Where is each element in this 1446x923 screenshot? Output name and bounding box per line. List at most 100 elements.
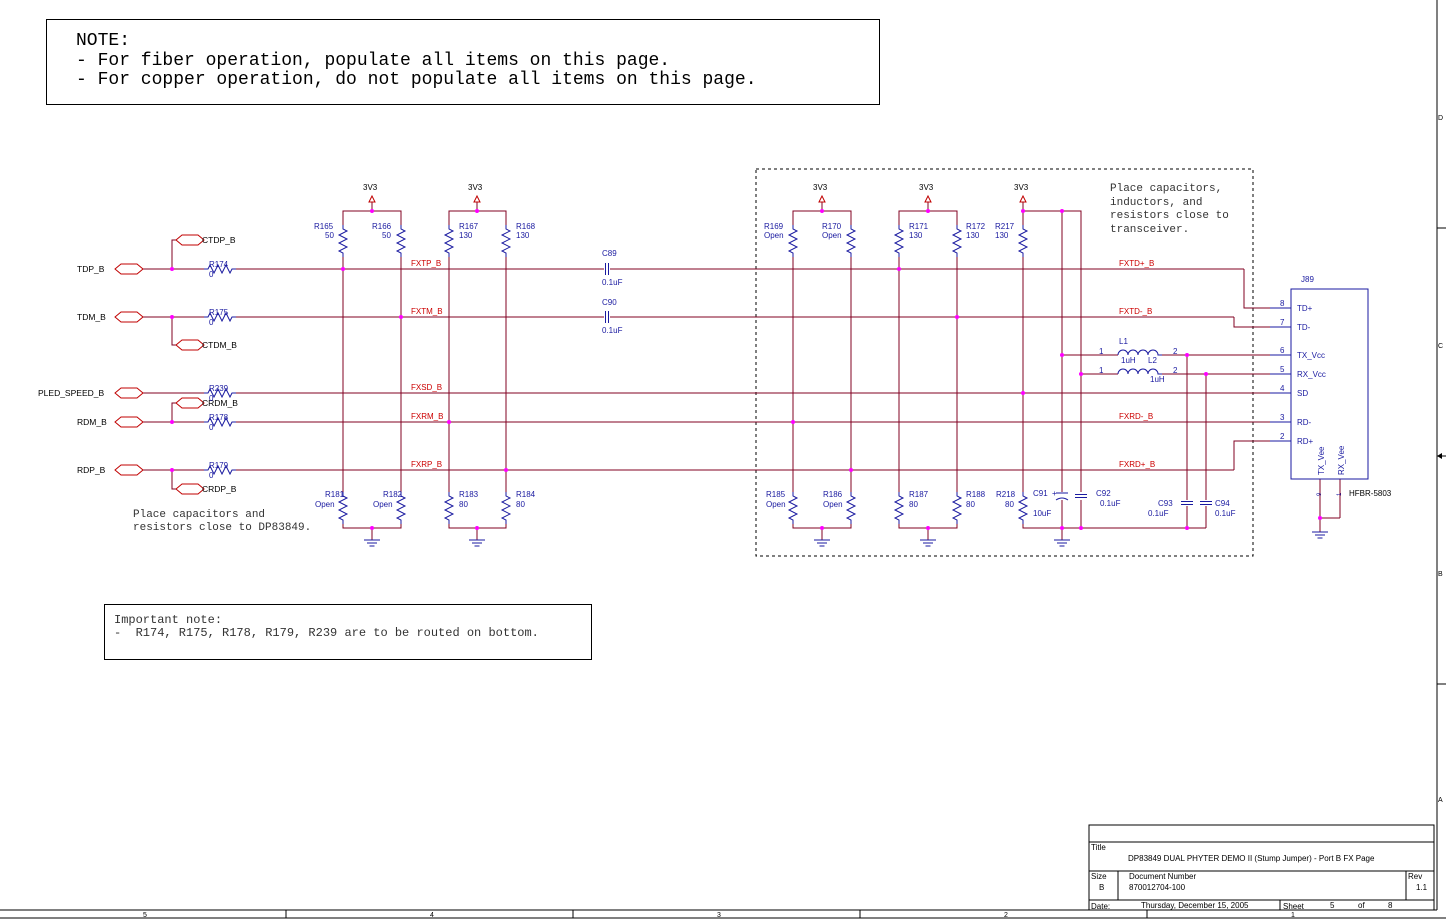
ground-icon [813,533,831,547]
net-label-fxtm: FXTM_B [411,307,443,316]
net-label-fxtdp: FXTD+_B [1119,259,1154,268]
ref-l1: L1 [1119,337,1128,346]
ref-r172: R172 [966,222,986,231]
value-c89: 0.1uF [602,278,623,287]
ref-r217: R217 [995,222,1015,231]
ref-r170: R170 [822,222,842,231]
border-row-b: B [1438,571,1443,578]
value-r188: 80 [966,500,975,509]
ref-r179: R179 [209,461,229,470]
connector-pin-lines [1270,307,1291,442]
capacitor-c91-plate [1055,497,1069,501]
power-symbols [368,195,1027,203]
annotation-right: transceiver. [1110,224,1189,236]
value-c94: 0.1uF [1215,509,1236,518]
power-3v3-icon [924,195,932,203]
port-label-tdp: TDP_B [77,264,105,274]
ref-r181: R181 [325,490,345,499]
pin-name: SD [1297,389,1308,398]
ground-icon [1053,533,1071,547]
power-label: 3V3 [919,183,934,192]
size-label: Size [1091,872,1107,881]
note-line: Important note: [114,613,223,627]
pin-l1-1: 1 [1099,347,1104,356]
capacitor-labels: C89 0.1uF C90 0.1uF C91 + 10uF C92 0.1uF… [602,249,1236,518]
port-label-pled: PLED_SPEED_B [38,388,104,398]
border-col-5: 5 [143,912,147,919]
title-label: Title [1091,843,1106,852]
value-l1: 1uH [1121,356,1136,365]
pin-num-vee-b: 1 [1337,492,1343,496]
important-note-box: Important note:- R174, R175, R178, R179,… [104,604,592,660]
value-r186: Open [823,500,843,509]
pin-num: 3 [1280,413,1285,422]
annotation-left: resistors close to DP83849. [133,522,311,534]
port-crdm-icon [175,397,205,409]
sheet-value: 5 [1330,901,1335,910]
value-r165: 50 [325,231,334,240]
net-label-fxsd: FXSD_B [411,383,442,392]
value-r179: 0 [209,471,214,480]
pin-l1-2: 2 [1173,347,1178,356]
port-tdp-icon [114,263,144,275]
ref-c91: C91 [1033,489,1048,498]
capacitor-c90-icon [605,310,609,324]
capacitor-c94-icon [1199,501,1213,505]
pin-num: 4 [1280,384,1285,393]
resistor-r183-icon [444,491,454,525]
ref-r185: R185 [766,490,786,499]
port-rdm-icon [114,416,144,428]
power-3v3-icon [473,195,481,203]
ref-r168: R168 [516,222,536,231]
inductor-l2-icon [1117,368,1162,375]
docnum-label: Document Number [1129,872,1196,881]
pin-num: 7 [1280,318,1285,327]
resistor-r171-icon [894,224,904,258]
value-r183: 80 [459,500,468,509]
border-marker-icon [1437,453,1442,459]
value-r187: 80 [909,500,918,509]
power-label: 3V3 [813,183,828,192]
note-line: NOTE: [76,31,131,51]
title-value: DP83849 DUAL PHYTER DEMO II (Stump Jumpe… [1128,854,1375,863]
net-label-fxrdp: FXRD+_B [1119,460,1155,469]
value-r168: 130 [516,231,530,240]
connector-labels: J89 HFBR-5803 8 TD+ 7 TD- 6 TX_Vcc 5 RX_… [1280,275,1392,498]
border-col-1: 1 [1291,912,1295,919]
inductors [1117,349,1162,375]
ground-symbols [363,525,1329,547]
pin-num: 6 [1280,346,1285,355]
value-r174: 0 [209,270,214,279]
pin-name-tx-vee: TX_Vee [1317,446,1326,475]
resistor-r185-icon [788,491,798,525]
ref-r239: R239 [209,384,229,393]
net-label-fxrp: FXRP_B [411,460,442,469]
inductor-labels: L1 1uH L2 1uH 1 2 1 2 [1099,337,1178,384]
ref-c89: C89 [602,249,617,258]
port-tdm-icon [114,311,144,323]
of-label: of [1358,901,1365,910]
port-crdp-icon [175,483,205,495]
value-r171: 130 [909,231,923,240]
ref-r165: R165 [314,222,334,231]
resistor-r218-icon [1018,491,1028,525]
annotation-right: resistors close to [1110,210,1229,222]
ground-icon [919,533,937,547]
pin-name-rx-vee: RX_Vee [1337,445,1346,475]
resistor-r217-icon [1018,224,1028,258]
net-label-fxtdm: FXTD-_B [1119,307,1152,316]
series-capacitors [605,262,609,324]
note-line: - For copper operation, do not populate … [76,70,757,90]
ref-r171: R171 [909,222,929,231]
title-block-text: Title DP83849 DUAL PHYTER DEMO II (Stump… [1091,843,1428,911]
power-label: 3V3 [468,183,483,192]
pin-num: 2 [1280,432,1285,441]
resistor-r169-icon [788,224,798,258]
ref-r166: R166 [372,222,392,231]
resistor-r167-icon [444,224,454,258]
net-label-fxtp: FXTP_B [411,259,441,268]
capacitor-c89-icon [605,262,609,276]
net-label-fxrdm: FXRD-_B [1119,412,1153,421]
